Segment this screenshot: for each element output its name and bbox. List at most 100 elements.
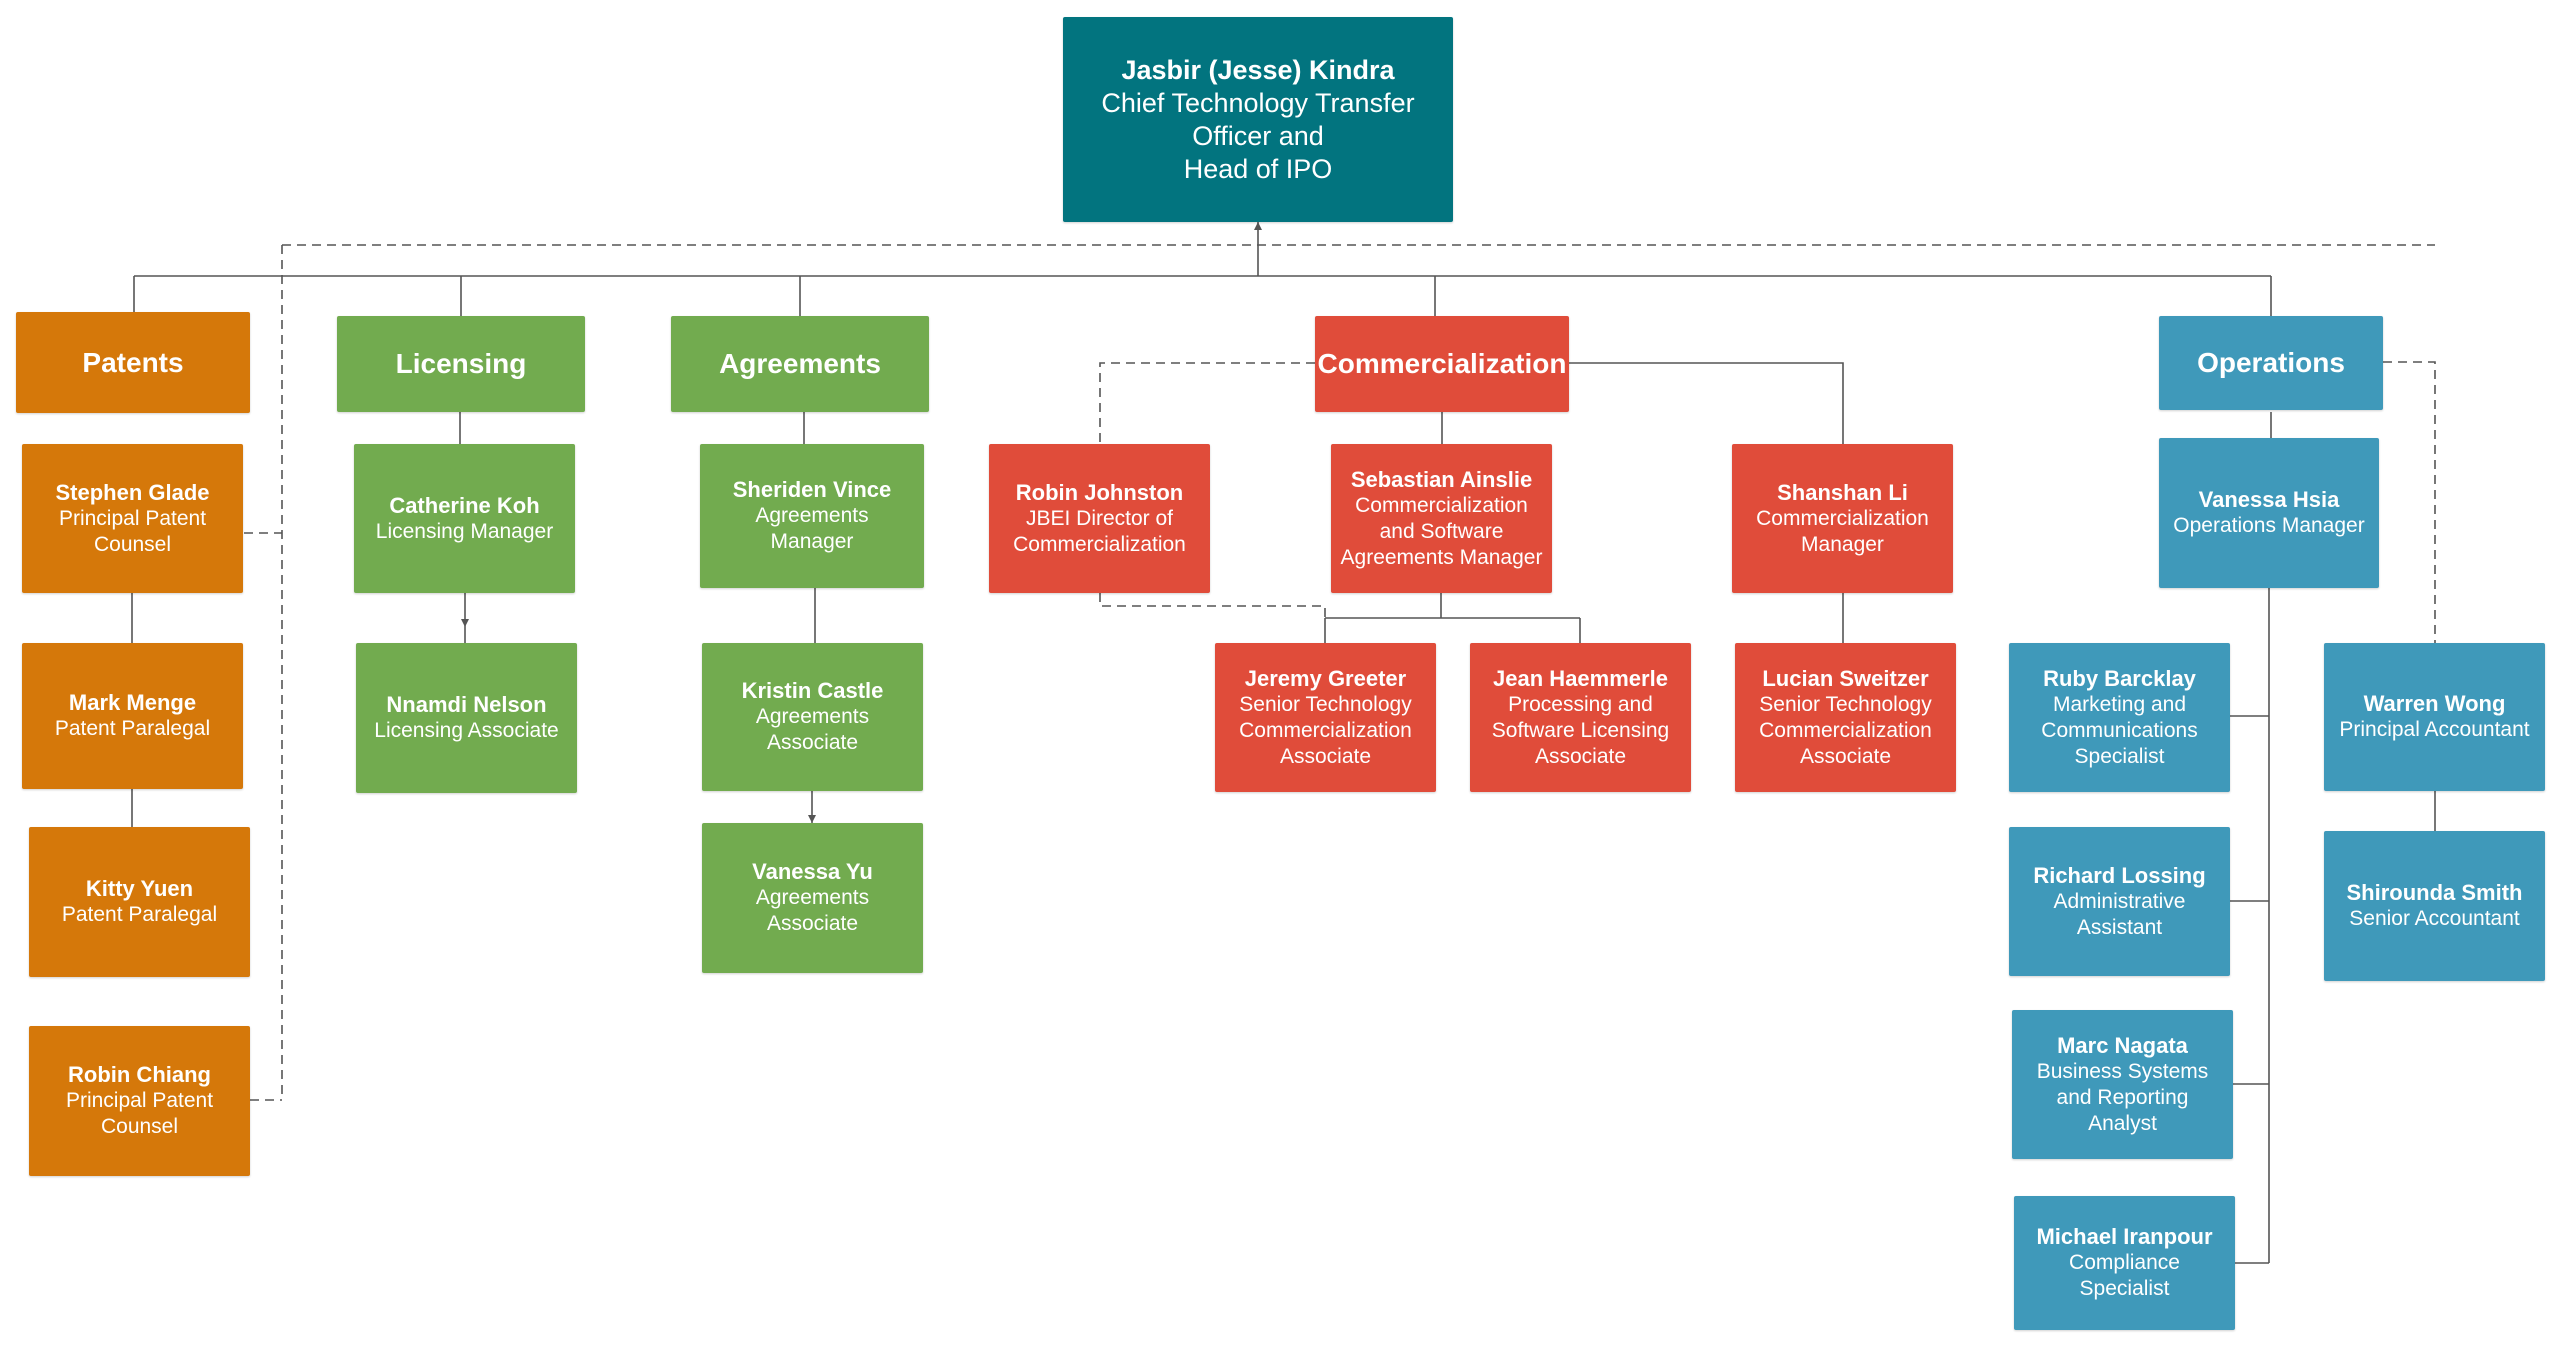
node-role: Marketing and <box>2052 692 2187 716</box>
connector-hsia-staff <box>2230 588 2270 1264</box>
node-role: Associate <box>766 912 859 935</box>
org-node-jean-haemmerle[interactable]: Jean Haemmerle Processing and Software L… <box>1470 643 1691 792</box>
dashed-head-warren <box>2383 361 2436 643</box>
node-role: Commercialization <box>1756 506 1929 530</box>
org-node-ruby-barcklay[interactable]: Ruby Barcklay Marketing and Communicatio… <box>2009 643 2230 792</box>
node-role: Principal Patent <box>65 1089 214 1112</box>
dashed-head-counsel <box>244 244 2435 1101</box>
node-role: Processing and <box>1508 692 1653 716</box>
node-name: Stephen Glade <box>55 479 210 505</box>
org-node-head[interactable]: Jasbir (Jesse) Kindra Chief Technology T… <box>1063 17 1453 222</box>
node-name: Nnamdi Nelson <box>386 692 547 717</box>
node-role: Commercialization <box>1355 493 1528 517</box>
arrow-head <box>1254 222 1262 230</box>
org-node-sheriden-vince[interactable]: Sheriden Vince Agreements Manager <box>700 444 924 588</box>
node-role: Agreements Manager <box>1340 545 1543 569</box>
org-node-robin-chiang[interactable]: Robin Chiang Principal Patent Counsel <box>29 1026 250 1176</box>
connector-ainslie-associates <box>1324 593 1581 643</box>
node-role: Administrative <box>2053 889 2186 913</box>
node-name: Sebastian Ainslie <box>1350 466 1533 492</box>
connector-head-bus <box>134 222 2271 277</box>
node-role: Agreements <box>755 504 869 527</box>
org-node-kitty-yuen[interactable]: Kitty Yuen Patent Paralegal <box>29 827 250 977</box>
org-node-richard-lossing[interactable]: Richard Lossing Administrative Assistant <box>2009 827 2230 976</box>
node-role: Specialist <box>2079 1277 2170 1300</box>
node-role: Specialist <box>2074 744 2165 768</box>
node-role: Commercialization <box>1013 532 1186 556</box>
node-role: Assistant <box>2076 915 2163 939</box>
dept-commercialization-label: Commercialization <box>1317 348 1567 379</box>
node-name: Vanessa Yu <box>752 859 873 884</box>
node-name: Kristin Castle <box>741 678 884 703</box>
dept-agreements[interactable]: Agreements <box>671 316 929 412</box>
node-name: Michael Iranpour <box>2036 1224 2213 1249</box>
node-name: Sheriden Vince <box>732 477 892 502</box>
connector-comm-li <box>1569 362 1844 444</box>
node-name: Robin Chiang <box>68 1062 211 1087</box>
org-node-lucian-sweitzer[interactable]: Lucian Sweitzer Senior Technology Commer… <box>1735 643 1956 792</box>
node-name: Jean Haemmerle <box>1493 665 1668 691</box>
node-role: Principal Accountant <box>2339 718 2530 741</box>
node-role: Counsel <box>93 532 172 556</box>
node-name: Marc Nagata <box>2057 1032 2188 1058</box>
dept-patents[interactable]: Patents <box>16 312 250 413</box>
node-role: Compliance <box>2069 1251 2180 1274</box>
org-node-nnamdi-nelson[interactable]: Nnamdi Nelson Licensing Associate <box>356 643 577 793</box>
org-node-michael-iranpour[interactable]: Michael Iranpour Compliance Specialist <box>2014 1196 2235 1330</box>
node-role: Patent Paralegal <box>54 717 211 740</box>
node-role: Senior Accountant <box>2349 907 2520 930</box>
node-role: Patent Paralegal <box>61 903 218 926</box>
head-role-line: Chief Technology Transfer <box>1101 87 1415 118</box>
node-role: Senior Technology <box>1239 692 1412 716</box>
org-node-robin-johnston[interactable]: Robin Johnston JBEI Director of Commerci… <box>989 444 1210 593</box>
node-name: Mark Menge <box>68 690 197 715</box>
dept-agreements-label: Agreements <box>719 348 881 379</box>
node-name: Catherine Koh <box>389 492 540 518</box>
org-node-stephen-glade[interactable]: Stephen Glade Principal Patent Counsel <box>22 444 243 593</box>
dept-patents-label: Patents <box>82 346 184 378</box>
dashed-comm-johnston <box>1099 362 1315 444</box>
arrow-yu <box>808 815 816 823</box>
node-role: Licensing Manager <box>375 519 554 543</box>
node-role: Associate <box>766 731 859 754</box>
node-name: Shanshan Li <box>1777 479 1908 505</box>
org-node-catherine-koh[interactable]: Catherine Koh Licensing Manager <box>354 444 575 593</box>
node-role: Associate <box>1799 744 1892 768</box>
node-name: Vanessa Hsia <box>2198 487 2340 512</box>
node-role: JBEI Director of <box>1025 506 1174 530</box>
org-node-vanessa-hsia[interactable]: Vanessa Hsia Operations Manager <box>2159 438 2379 588</box>
node-role: Associate <box>1279 744 1372 768</box>
node-name: Jeremy Greeter <box>1244 665 1407 691</box>
org-node-sebastian-ainslie[interactable]: Sebastian Ainslie Commercialization and … <box>1331 444 1552 593</box>
head-role-line: Head of IPO <box>1183 153 1333 184</box>
org-node-vanessa-yu[interactable]: Vanessa Yu Agreements Associate <box>702 823 923 973</box>
arrow-nelson <box>461 619 469 627</box>
node-role: Operations Manager <box>2173 514 2365 537</box>
org-node-warren-wong[interactable]: Warren Wong Principal Accountant <box>2324 643 2545 791</box>
node-role: Commercialization <box>1239 718 1412 742</box>
org-node-kristin-castle[interactable]: Kristin Castle Agreements Associate <box>702 643 923 791</box>
node-role: Licensing Associate <box>374 719 559 742</box>
dept-licensing[interactable]: Licensing <box>337 316 585 412</box>
org-node-marc-nagata[interactable]: Marc Nagata Business Systems and Reporti… <box>2012 1010 2233 1159</box>
org-node-shanshan-li[interactable]: Shanshan Li Commercialization Manager <box>1732 444 1953 593</box>
node-name: Shirounda Smith <box>2346 880 2523 905</box>
node-role: Software Licensing <box>1491 718 1670 742</box>
node-role: Agreements <box>755 705 870 728</box>
org-node-mark-menge[interactable]: Mark Menge Patent Paralegal <box>22 643 243 789</box>
node-name: Robin Johnston <box>1015 479 1184 505</box>
node-name: Richard Lossing <box>2033 862 2206 888</box>
node-role: Counsel <box>100 1115 179 1138</box>
dept-operations-label: Operations <box>2197 347 2345 378</box>
dept-commercialization[interactable]: Commercialization <box>1315 316 1569 412</box>
dept-operations[interactable]: Operations <box>2159 316 2383 410</box>
node-role: and Reporting <box>2056 1085 2189 1109</box>
head-role-line: Officer and <box>1192 120 1324 151</box>
org-node-jeremy-greeter[interactable]: Jeremy Greeter Senior Technology Commerc… <box>1215 643 1436 792</box>
node-role: Commercialization <box>1759 718 1932 742</box>
node-name: Ruby Barcklay <box>2043 665 2196 691</box>
node-role: Manager <box>1801 532 1884 556</box>
node-role: Senior Technology <box>1759 692 1932 716</box>
org-node-shirounda-smith[interactable]: Shirounda Smith Senior Accountant <box>2324 831 2545 981</box>
